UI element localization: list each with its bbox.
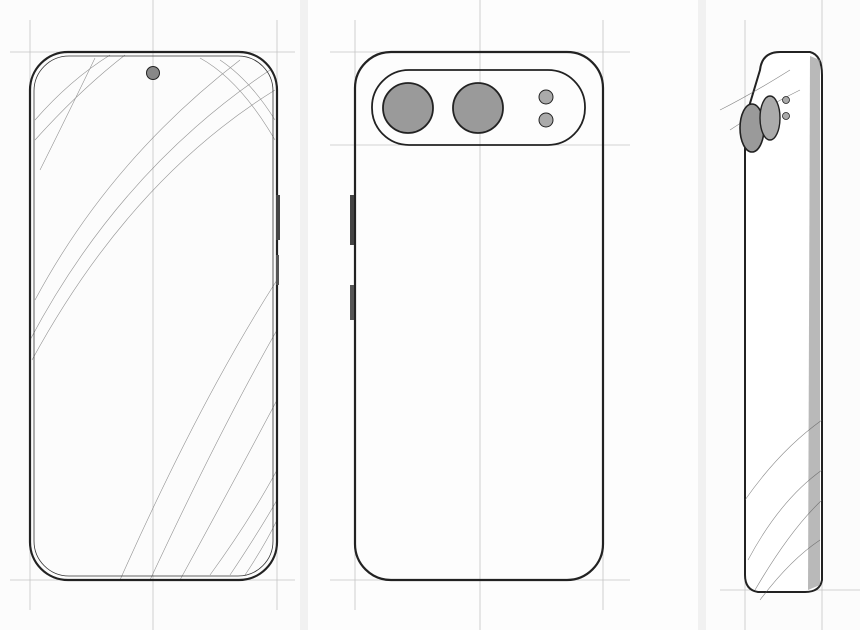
flash-icon: [782, 96, 790, 104]
camera-bar: [371, 69, 586, 146]
side-button: [350, 285, 354, 320]
phone-body-outline: [744, 51, 823, 593]
shading-hatch: [719, 69, 823, 601]
sensor-icon: [782, 112, 790, 120]
secondary-lens-icon: [452, 82, 504, 134]
secondary-lens-icon: [759, 95, 781, 141]
side-edge-shading: [808, 56, 820, 590]
flash-icon: [538, 89, 554, 105]
side-button: [276, 255, 279, 285]
phone-back-view: [330, 0, 630, 630]
side-button: [276, 195, 280, 240]
panel-front: [0, 0, 300, 630]
shading-hatch: [29, 54, 278, 581]
screen-edge: [33, 55, 274, 577]
panel-back: [308, 0, 698, 630]
front-camera-icon: [146, 66, 160, 80]
side-button: [350, 195, 354, 245]
phone-front-view: [10, 0, 295, 630]
phone-body-outline: [28, 50, 279, 582]
phone-body-outline: [353, 50, 605, 582]
sensor-icon: [538, 112, 554, 128]
phone-side-view: [719, 0, 860, 630]
main-lens-icon: [382, 82, 434, 134]
